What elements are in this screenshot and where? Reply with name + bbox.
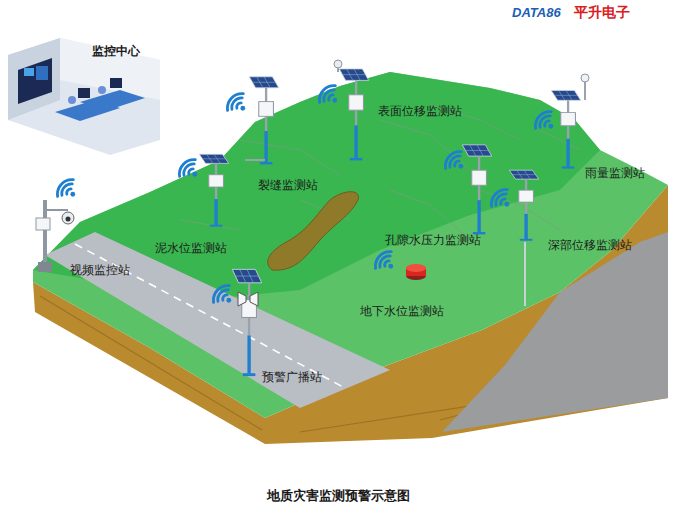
station-label: 表面位移监测站: [378, 104, 462, 118]
brand-logo: 平升电子: [574, 5, 630, 19]
station-label: 预警广播站: [262, 370, 322, 384]
station-label: 孔隙水压力监测站: [385, 233, 481, 247]
brand-logo: DATA86: [512, 6, 561, 20]
station-label: 监控中心: [92, 44, 140, 58]
figure-caption: 地质灾害监测预警示意图: [267, 489, 410, 503]
control-center: [8, 38, 160, 155]
station-label: 深部位移监测站: [548, 238, 632, 252]
station-label: 裂缝监测站: [258, 178, 318, 192]
station-label: 视频监控站: [70, 263, 130, 277]
station-label: 雨量监测站: [585, 166, 645, 180]
station-label: 泥水位监测站: [155, 241, 227, 255]
station-label: 地下水位监测站: [360, 304, 444, 318]
